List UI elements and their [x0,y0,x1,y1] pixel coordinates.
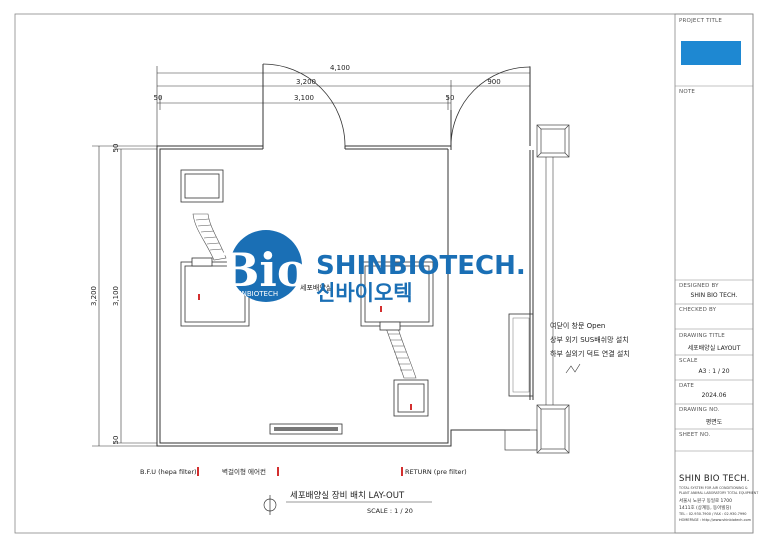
company-contact-1: TEL : 02.930.7900 / FAX : 02.930.7990 [679,512,747,516]
note-line-3: 하부 실외기 덕트 연결 설치 [550,349,630,358]
window-frame-top [536,124,570,158]
room-label: 세포배양실 [300,283,332,292]
dim-height-bottom: 50 [112,436,120,445]
drawing-no-label: DRAWING NO. [679,407,720,413]
door-swing [262,63,346,147]
bfu-unit-left [180,169,224,203]
legend-item-aircon-swatch [277,467,279,476]
project-title-label: PROJECT TITLE [679,18,722,24]
marker-return [380,306,382,312]
legend-item-return-swatch [401,467,403,476]
dim-wall-right: 50 [446,94,455,102]
dim-lines-vertical [92,145,157,447]
company-address-2: 1411호 (상계동, 동아빌딩) [679,506,732,511]
legend-item-aircon-label: 벽걸이형 에어컨 [222,467,266,476]
logo-mark-text: Bio [220,243,307,297]
note-label: NOTE [679,89,696,95]
company-contact-2: HOMEPAGE : http://www.shinbiotech.com [679,518,752,522]
caption-title: 세포배양실 장비 배치 LAY-OUT [290,490,405,501]
scale-value: A3 : 1 / 20 [698,368,730,375]
dim-wall-left: 50 [154,94,163,102]
title-block-dividers [675,85,753,452]
drawing-title-label: DRAWING TITLE [679,333,725,339]
note-line-2: 상부 외기 SUS배쉬망 설치 [550,335,629,344]
dim-height-outer: 3,200 [90,286,98,306]
legend-item-return-label: RETURN (pre filter) [405,468,467,476]
drawing-title-value: 세포배양실 LAYOUT [687,345,741,352]
return-unit-bottom [393,379,429,417]
date-value: 2024.06 [701,392,727,399]
outdoor-unit-inner [512,317,530,393]
dim-inner-clear: 3,100 [294,94,314,102]
project-title-swatch [681,41,741,65]
outdoor-unit [508,313,534,397]
logo-mark-circle [230,230,302,302]
cabinet-left [180,257,250,327]
dim-height-top: 50 [112,144,120,153]
wall-aircon-inner [274,427,338,431]
drawing-no-value: 평면도 [705,419,723,426]
dim-overall-width: 4,100 [330,64,350,72]
side-door-swing [450,66,531,147]
scale-label: SCALE [679,358,698,364]
checked-by-label: CHECKED BY [679,307,717,313]
company-name: SHIN BIO TECH. [679,474,750,484]
logo-mark-subtext: SHINBIOTECH [230,290,278,298]
designed-by-value: SHIN BIO TECH. [690,292,738,299]
marker-return-2 [410,404,412,410]
title-block-frame [674,13,754,534]
dim-inner-span: 3,200 [296,78,316,86]
sheet-no-label: SHEET NO. [679,432,711,438]
note-line-1: 여닫이 창문 Open [550,321,605,330]
company-tagline-1: TOTAL SYSTEM FOR AIR CONDITIONING & [679,486,748,490]
flex-duct-left [192,213,227,261]
dim-lines-horizontal [156,66,531,146]
marker-bfu [198,294,200,300]
logo-name-ko: 신바이오텍 [316,281,413,305]
logo: Bio SHINBIOTECH SHINBIOTECH. 신바이오텍 [220,230,526,305]
note-leader [565,363,581,374]
legend-item-bfu-label: B.F.U (hepa filter) [140,468,197,476]
company-address-1: 서울시 노원구 동일로 1700 [679,499,733,504]
designed-by-label: DESIGNED BY [679,283,719,289]
window-frame-bottom [504,404,570,454]
date-label: DATE [679,383,695,389]
cabinet-right [360,261,434,331]
legend-item-bfu-swatch [197,467,199,476]
dim-door-width: 900 [487,78,500,86]
company-tagline-2: PLANT ANIMAL LABORATORY TOTAL EQUIPMENT [679,491,759,495]
legend: B.F.U (hepa filter) 벽걸이형 에어컨 RETURN (pre… [140,467,467,476]
dim-height-inner: 3,100 [112,286,120,306]
logo-name-en: SHINBIOTECH. [316,251,526,281]
flex-duct-right [385,327,417,379]
caption-scale: SCALE : 1 / 20 [367,507,413,515]
